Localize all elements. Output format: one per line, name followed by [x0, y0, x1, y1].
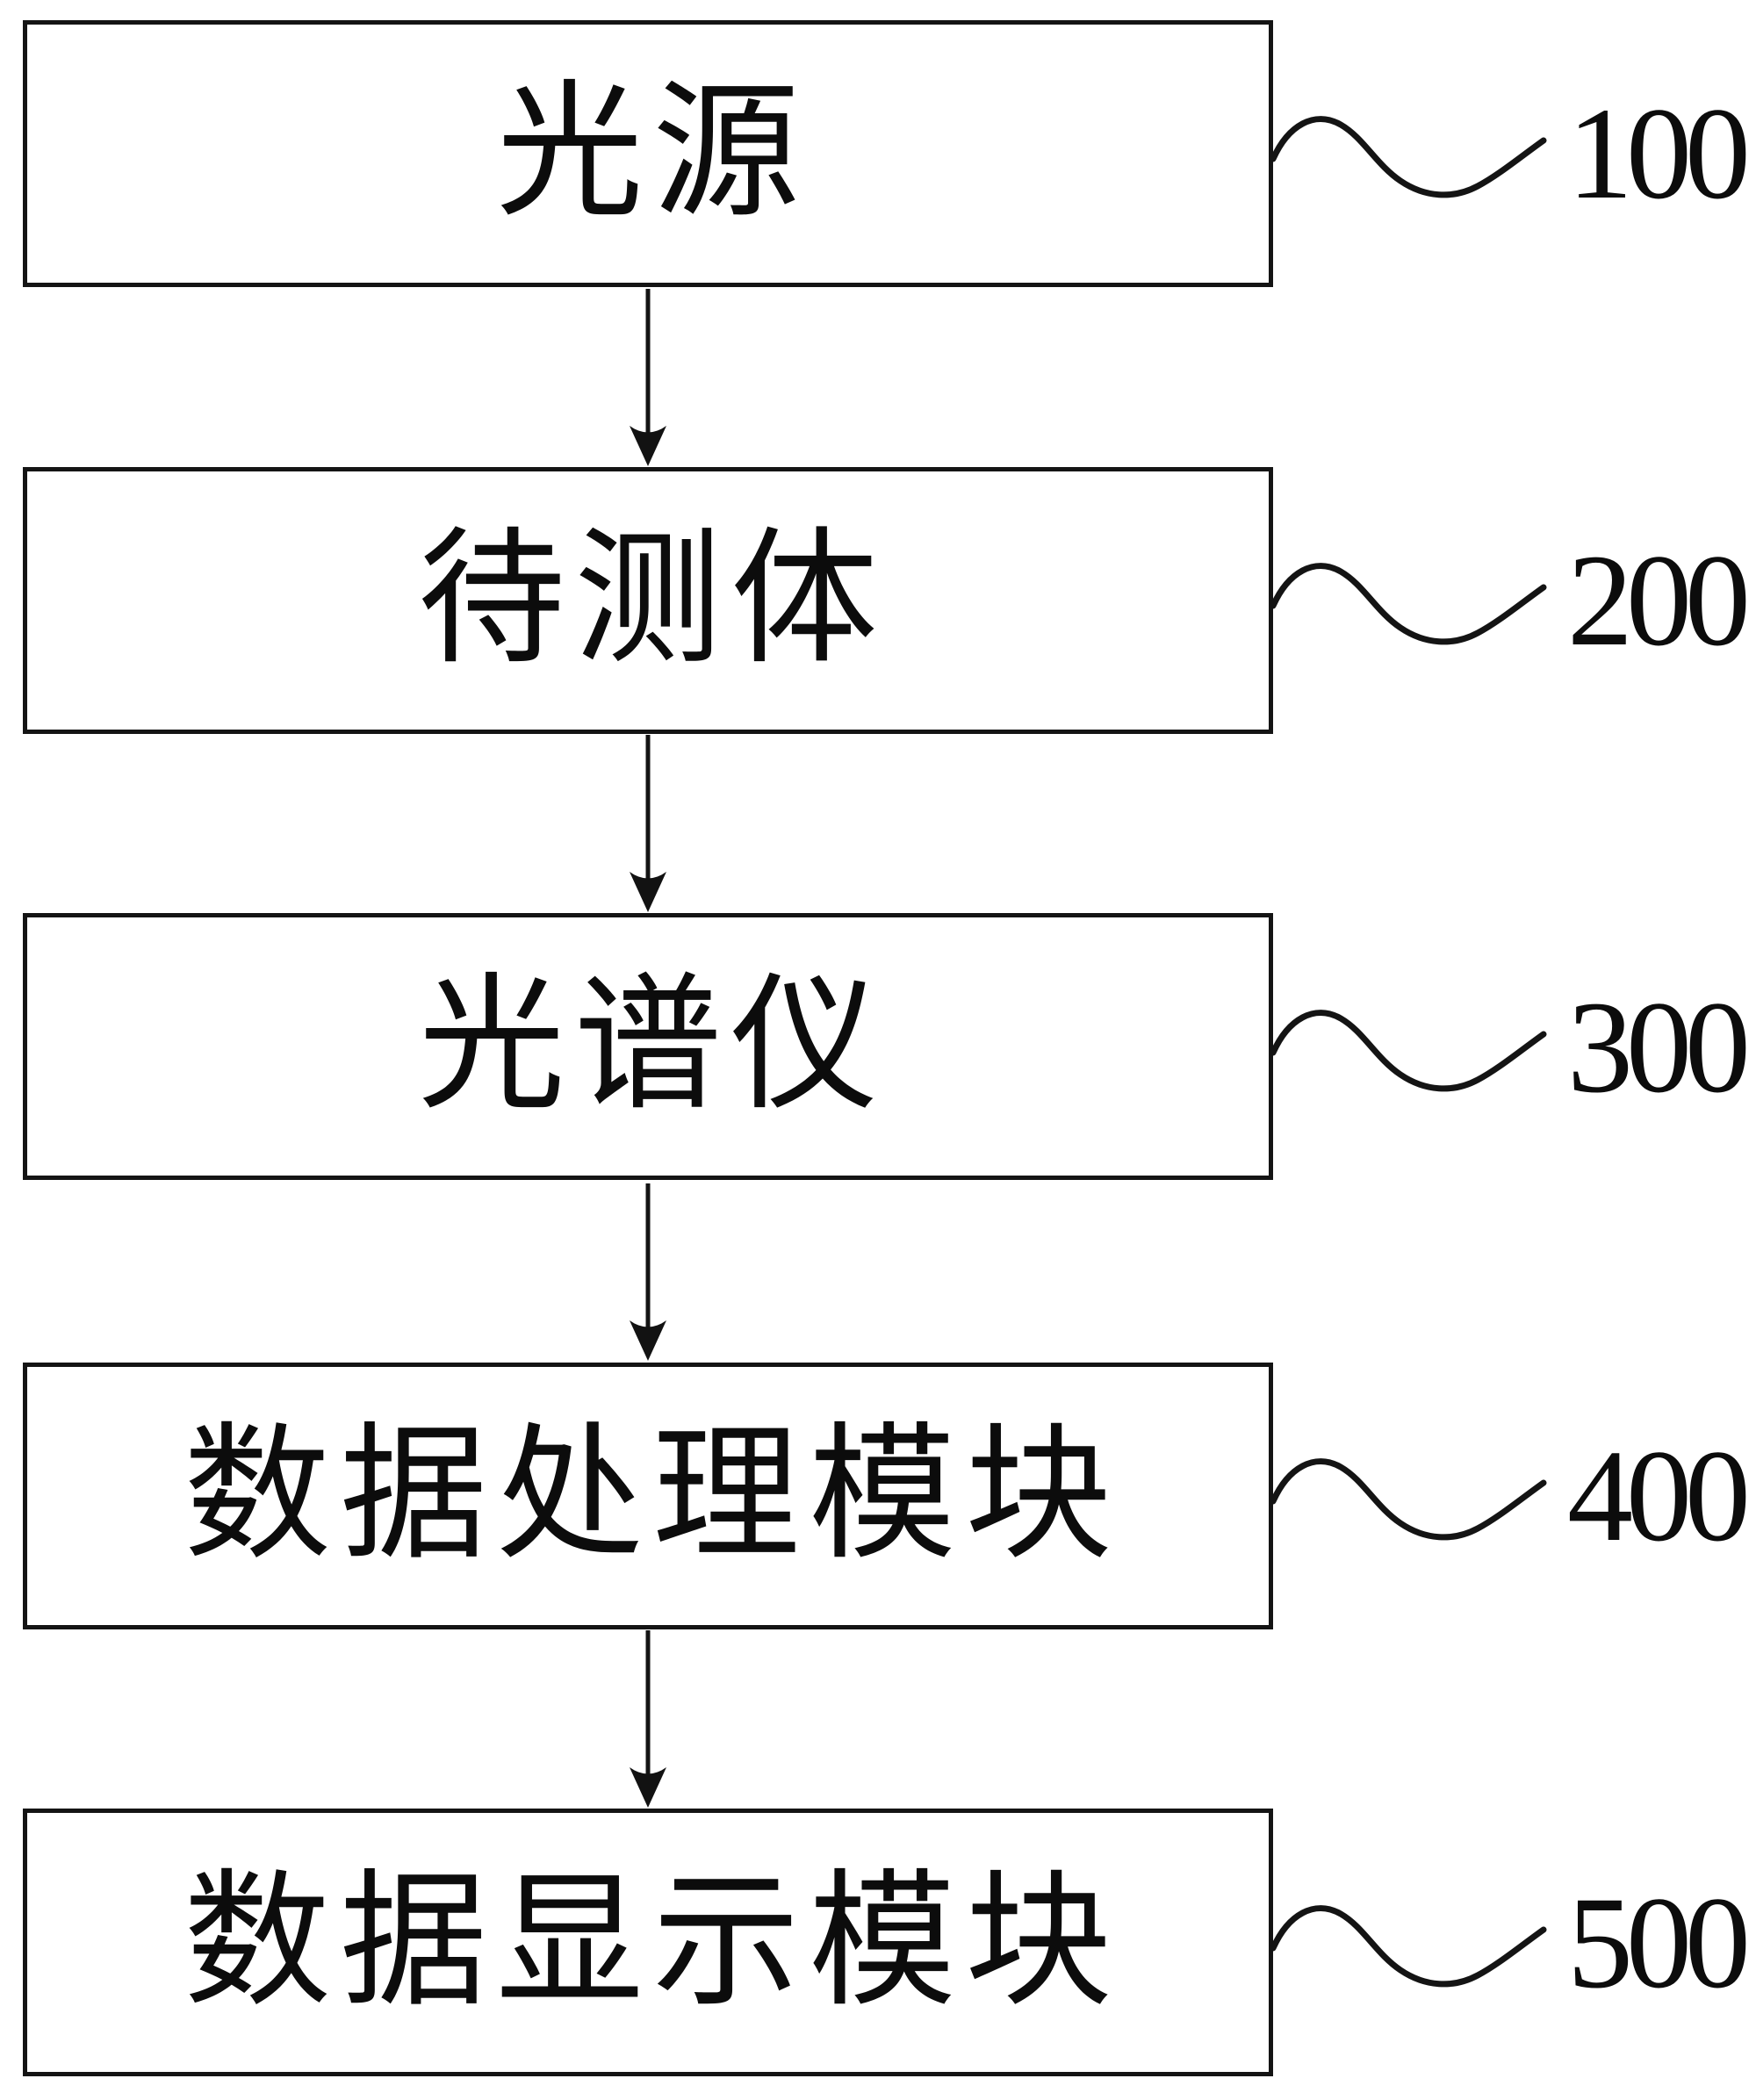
ref-group-500: 500	[1270, 1877, 1751, 2009]
ref-number-400: 400	[1567, 1423, 1751, 1569]
flow-box-light-source: 光源	[23, 20, 1273, 287]
flow-box-spectrometer: 光谱仪	[23, 913, 1273, 1180]
arrow-down-icon	[630, 735, 666, 912]
box-label-object-under-test: 待测体	[418, 519, 887, 682]
flow-box-data-display-module: 数据显示模块	[23, 1809, 1273, 2076]
ref-group-200: 200	[1270, 535, 1751, 666]
ref-number-500: 500	[1567, 1870, 1751, 2016]
squiggle-leader-icon	[1270, 1010, 1547, 1092]
ref-number-200: 200	[1567, 528, 1751, 673]
squiggle-leader-icon	[1270, 1905, 1547, 1988]
squiggle-leader-icon	[1270, 563, 1547, 645]
squiggle-leader-icon	[1270, 1458, 1547, 1541]
box-label-data-display-module: 数据显示模块	[184, 1860, 1121, 2024]
ref-number-100: 100	[1567, 81, 1751, 227]
flow-box-object-under-test: 待测体	[23, 467, 1273, 734]
flow-box-data-processing-module: 数据处理模块	[23, 1363, 1273, 1629]
ref-number-300: 300	[1567, 974, 1751, 1120]
ref-group-100: 100	[1270, 88, 1751, 219]
box-label-data-processing-module: 数据处理模块	[184, 1414, 1121, 1578]
squiggle-leader-icon	[1270, 116, 1547, 198]
ref-group-300: 300	[1270, 982, 1751, 1113]
box-label-light-source: 光源	[496, 72, 809, 235]
box-label-spectrometer: 光谱仪	[418, 965, 887, 1128]
arrow-down-icon	[630, 289, 666, 466]
arrow-down-icon	[630, 1183, 666, 1361]
ref-group-400: 400	[1270, 1430, 1751, 1562]
arrow-down-icon	[630, 1630, 666, 1808]
